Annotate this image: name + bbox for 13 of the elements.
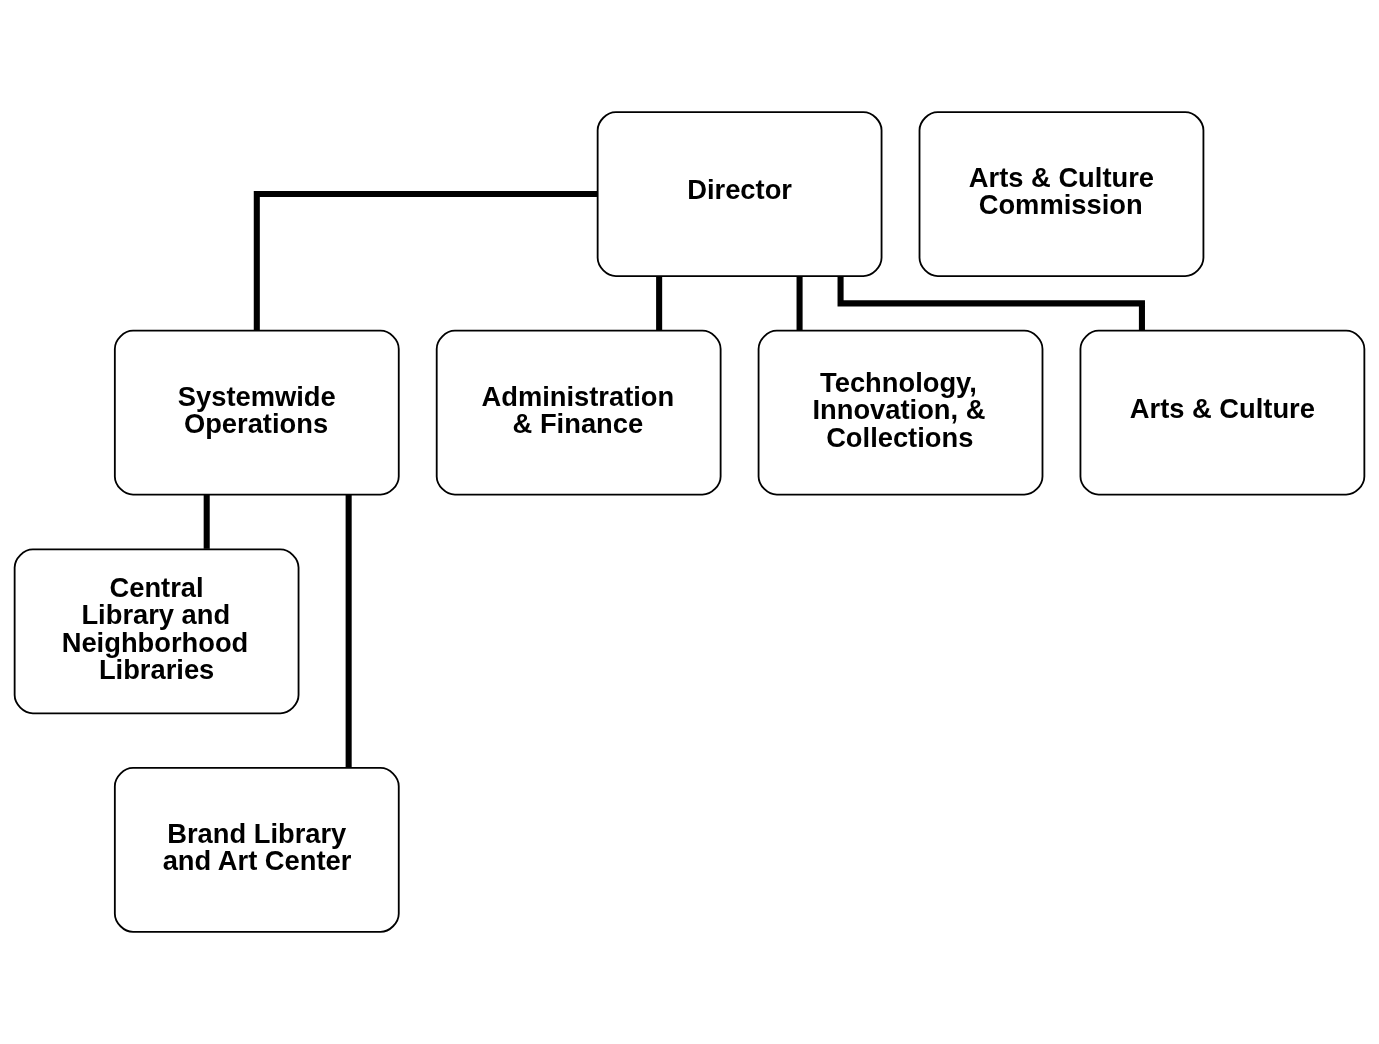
- node-box: Arts & Culture Commission: [918, 111, 1205, 277]
- connector: [656, 276, 663, 331]
- node-box: Technology, Innovation, & Collections: [757, 329, 1044, 496]
- node-box: Systemwide Operations: [113, 329, 400, 496]
- connector: [345, 494, 352, 768]
- connector: [253, 191, 598, 331]
- node-box: Brand Library and Art Center: [113, 767, 400, 933]
- connector: [203, 494, 210, 549]
- connector: [796, 276, 803, 331]
- node-box: Administration & Finance: [435, 329, 722, 496]
- node-box: Central Library and Neighborhood Libraries: [13, 548, 300, 715]
- node-box: Arts & Culture: [1079, 329, 1366, 496]
- node-box: Director: [596, 111, 883, 277]
